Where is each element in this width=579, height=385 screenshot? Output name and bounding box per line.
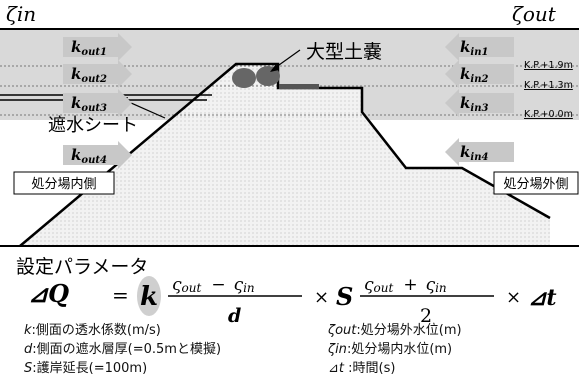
param-row-2: d:側面の遮水層厚(=0.5mと模擬) ζin:処分場内水位(m): [24, 340, 564, 359]
sheet-label: 遮水シート: [48, 115, 138, 136]
svg-text:kin2: kin2: [460, 65, 488, 85]
svg-text:kout2: kout2: [71, 65, 107, 85]
arrow-kout2: kout2: [63, 60, 132, 88]
outer-side-label: 処分場外側: [503, 177, 568, 192]
param-title: 設定パラメータ: [16, 256, 148, 278]
inner-side-label: 処分場内側: [31, 176, 96, 192]
level-label-2: K.P.+1.3m: [524, 80, 573, 91]
formula-num1: ςout−ςin: [172, 275, 255, 295]
zeta-out-header: ζout: [512, 2, 557, 26]
param-row-3: S:護岸延長(=100m) ⊿t :時間(s): [24, 359, 564, 378]
level-label-3: K.P.+0.0m: [524, 109, 573, 120]
svg-text:kin1: kin1: [460, 38, 488, 58]
svg-text:kout4: kout4: [71, 146, 107, 166]
inner-side-box: [13, 171, 115, 195]
arrow-kin4: kin4: [445, 138, 514, 166]
param-dt: ⊿t :時間(s): [328, 361, 396, 376]
svg-text:kout3: kout3: [71, 94, 107, 114]
param-S: S:護岸延長(=100m): [24, 361, 148, 376]
sandbag-1: [232, 68, 256, 88]
sandbag-label: 大型土嚢: [306, 41, 382, 63]
formula-times-2: ×: [506, 287, 521, 308]
param-zeta-out: ζout:処分場外水位(m): [328, 323, 462, 338]
arrow-kout4: kout4: [63, 141, 132, 169]
param-zeta-in: ζin:処分場内水位(m): [328, 342, 453, 357]
formula-d: d: [228, 305, 241, 327]
formula-2: 2: [420, 305, 432, 327]
formula-S: S: [336, 282, 353, 311]
outer-side-box: [493, 171, 579, 195]
formula: ⊿Q = k ςout−ςin d × S ςout+ςin 2 × ⊿t: [28, 275, 557, 327]
k-highlight: [137, 276, 161, 316]
formula-lhs: ⊿Q: [28, 279, 69, 308]
formula-times-1: ×: [314, 287, 329, 308]
param-d: d:側面の遮水層厚(=0.5mと模擬): [24, 342, 222, 357]
embankment-body: [20, 64, 550, 246]
svg-text:kin4: kin4: [460, 143, 488, 163]
parameter-list: k:側面の透水係数(m/s) ζout:処分場外水位(m) d:側面の遮水層厚(…: [24, 321, 564, 378]
formula-dt: ⊿t: [528, 285, 557, 311]
arrow-kout3: kout3: [63, 89, 132, 117]
level-label-1: K.P.+1.9m: [524, 60, 573, 71]
arrow-kout1: kout1: [63, 33, 132, 61]
svg-text:kout1: kout1: [71, 38, 107, 58]
formula-eq: =: [112, 283, 129, 307]
formula-num2: ςout+ςin: [364, 275, 447, 295]
zeta-in-header: ζin: [6, 2, 36, 26]
arrow-kin1: kin1: [445, 33, 514, 61]
embankment-outline: [19, 62, 551, 247]
param-row-1: k:側面の透水係数(m/s) ζout:処分場外水位(m): [24, 321, 564, 340]
arrow-kin3: kin3: [445, 89, 514, 117]
formula-k: k: [140, 282, 158, 312]
crest-plate: [279, 84, 319, 89]
svg-text:kin3: kin3: [460, 94, 488, 114]
arrow-kin2: kin2: [445, 60, 514, 88]
sandbag-leader-head: [270, 64, 279, 72]
param-k: k:側面の透水係数(m/s): [24, 323, 161, 338]
